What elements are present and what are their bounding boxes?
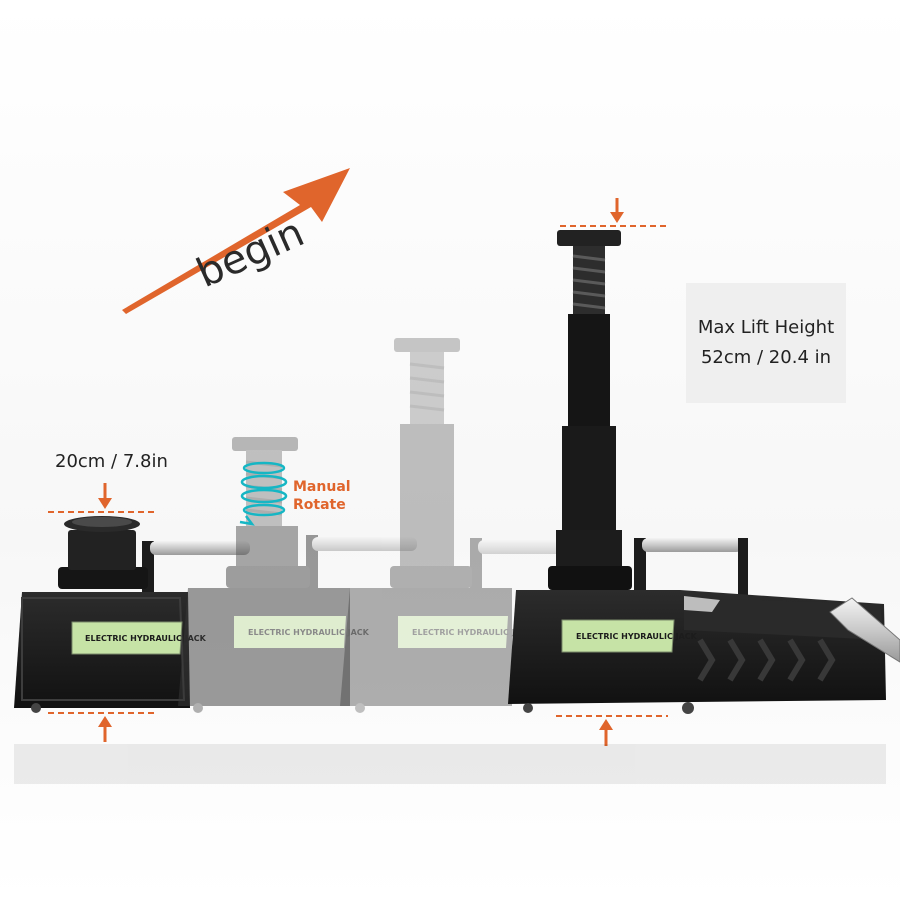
jack-position-3: ELECTRIC HYDRAULIC JACK [340,338,578,713]
arrow-down-icon [610,198,624,223]
manual-rotate-label: Manual Rotate [293,479,351,513]
min-height-label: 20cm / 7.8in [55,451,168,472]
badge-label: ELECTRIC HYDRAULIC JACK [85,634,207,643]
arrow-up-icon [599,719,613,746]
badge-label: ELECTRIC HYDRAULIC JACK [248,628,370,637]
arrow-up-icon [98,716,112,742]
max-lift-box: Max Lift Height 52cm / 20.4 in [686,283,846,403]
max-lift-value: 52cm / 20.4 in [700,347,832,368]
floor-reflection [14,744,886,784]
arrow-up-right-icon [122,168,350,314]
badge-label: ELECTRIC HYDRAULIC JACK [412,628,534,637]
badge-label: ELECTRIC HYDRAULIC JACK [576,632,698,641]
jack-position-4: ELECTRIC HYDRAULIC JACK [508,230,900,714]
max-lift-title: Max Lift Height [697,317,835,338]
arrow-down-icon [98,483,112,509]
rotation-spiral-icon [239,461,288,526]
